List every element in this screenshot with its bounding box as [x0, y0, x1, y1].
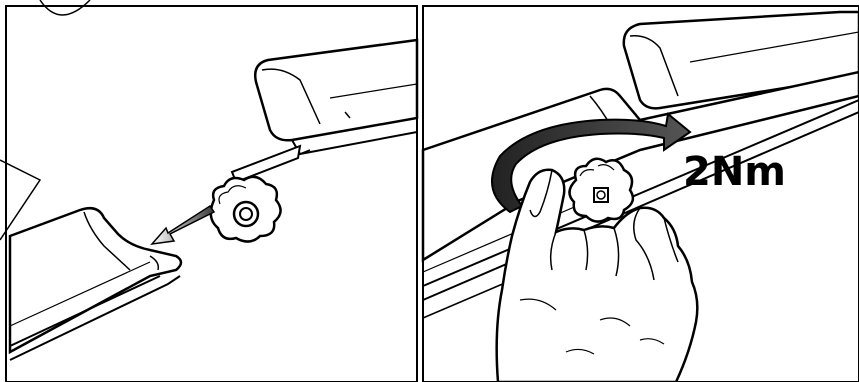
left-panel	[0, 0, 417, 382]
right-panel	[423, 6, 859, 382]
torque-value-label: 2Nm	[683, 152, 786, 192]
star-knob-right	[569, 159, 632, 222]
star-knob-left	[211, 177, 281, 242]
